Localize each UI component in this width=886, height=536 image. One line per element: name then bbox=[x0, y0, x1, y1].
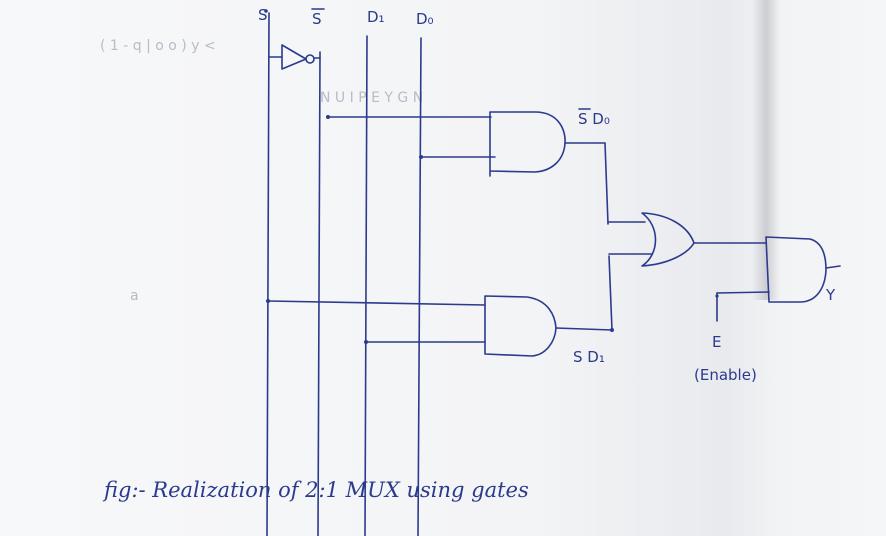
wire-s bbox=[266, 12, 270, 536]
label-d1: D₁ bbox=[367, 8, 385, 26]
and-gate-bottom bbox=[266, 255, 614, 357]
wire-s-bar bbox=[317, 51, 321, 536]
and-bottom-output-label: S D₁ bbox=[573, 348, 605, 366]
bleed-through-text: ( 1 - q | o o ) y < bbox=[100, 38, 216, 54]
and-gate-top bbox=[326, 111, 609, 225]
label-s-bar: S bbox=[311, 8, 325, 28]
and-gate-enable bbox=[715, 236, 841, 322]
wire-d0 bbox=[417, 37, 422, 536]
bleed-through-text: N U I P E Y G N bbox=[320, 90, 423, 106]
not-gate bbox=[268, 44, 321, 70]
and-top-output-label: S D₀ bbox=[578, 110, 610, 128]
label-s: S bbox=[258, 6, 268, 24]
figure-caption: fig:- Realization of 2:1 MUX using gates bbox=[102, 478, 529, 502]
output-label-y: Y bbox=[825, 286, 836, 304]
or-gate bbox=[607, 212, 767, 267]
enable-symbol: E bbox=[712, 333, 721, 351]
svg-text:S: S bbox=[312, 10, 322, 28]
bleed-through-text: a bbox=[130, 288, 139, 304]
wire-d1 bbox=[364, 35, 368, 536]
enable-label: (Enable) bbox=[694, 366, 757, 384]
label-d0: D₀ bbox=[416, 10, 434, 28]
